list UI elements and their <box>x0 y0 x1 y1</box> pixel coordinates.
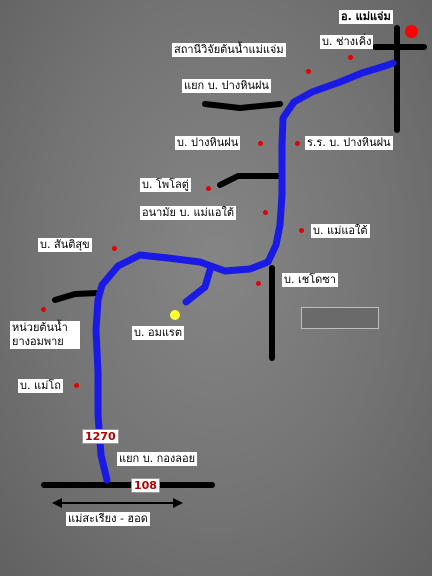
label-pang-hin-fon-junction: แยก บ. ปางหินฝน <box>182 79 271 93</box>
district-marker <box>405 25 418 38</box>
dot-san-ti-suk <box>112 246 117 251</box>
label-chang-khoeng: บ. ช่างเคิ่ง <box>320 35 374 49</box>
dot-pho-lo-tu <box>206 186 211 191</box>
dot-research-station <box>306 69 311 74</box>
road-pho-lo-tu-spur <box>217 173 281 188</box>
label-che-do-cha: บ. เชโดซา <box>282 273 338 287</box>
road-watershed-spur <box>52 290 101 303</box>
dot-health-center <box>263 210 268 215</box>
label-om-raet: บ. อมแรต <box>132 326 184 340</box>
label-health-center: อนามัย บ. แม่แอใต้ <box>140 206 237 220</box>
dot-pang-hin-fon-school <box>295 141 300 146</box>
route-om-raet-branch <box>182 266 214 306</box>
label-district: อ. แม่แจ่ม <box>339 10 393 24</box>
label-research-station: สถานีวิจัยต้นน้ำแม่แจ่ม <box>172 43 286 57</box>
label-pang-hin-fon: บ. ปางหินฝน <box>175 136 241 150</box>
road-pang-hin-fon-spur <box>202 101 283 111</box>
route-108-label: 108 <box>131 478 160 493</box>
label-mae-ae-tai: บ. แม่แอใต้ <box>311 224 370 238</box>
route-1270-main <box>92 59 397 484</box>
label-kong-loi-junction: แยก บ. กองลอย <box>117 452 198 466</box>
dot-mae-ae-tai <box>299 228 304 233</box>
label-san-ti-suk: บ. สันติสุข <box>38 238 92 252</box>
label-mae-to: บ. แม่โถ <box>18 379 63 393</box>
label-mae-sariang-hot: แม่สะเรียง - ฮอด <box>66 512 150 526</box>
label-pho-lo-tu: บ. โพโลตู่ <box>140 178 191 192</box>
dot-watershed-unit <box>41 307 46 312</box>
dot-mae-to <box>74 383 79 388</box>
dot-che-do-cha <box>256 281 261 286</box>
double-arrow-icon <box>52 498 183 508</box>
route-1270-label: 1270 <box>82 429 119 444</box>
label-pang-hin-fon-school: ร.ร. บ. ปางหินฝน <box>305 136 393 150</box>
label-watershed-unit: หน่วยต้นน้ำยางอมพาย <box>10 321 80 349</box>
empty-box <box>301 307 379 329</box>
dot-pang-hin-fon <box>258 141 263 146</box>
dot-chang-khoeng <box>348 55 353 60</box>
om-raet-marker <box>170 310 180 320</box>
